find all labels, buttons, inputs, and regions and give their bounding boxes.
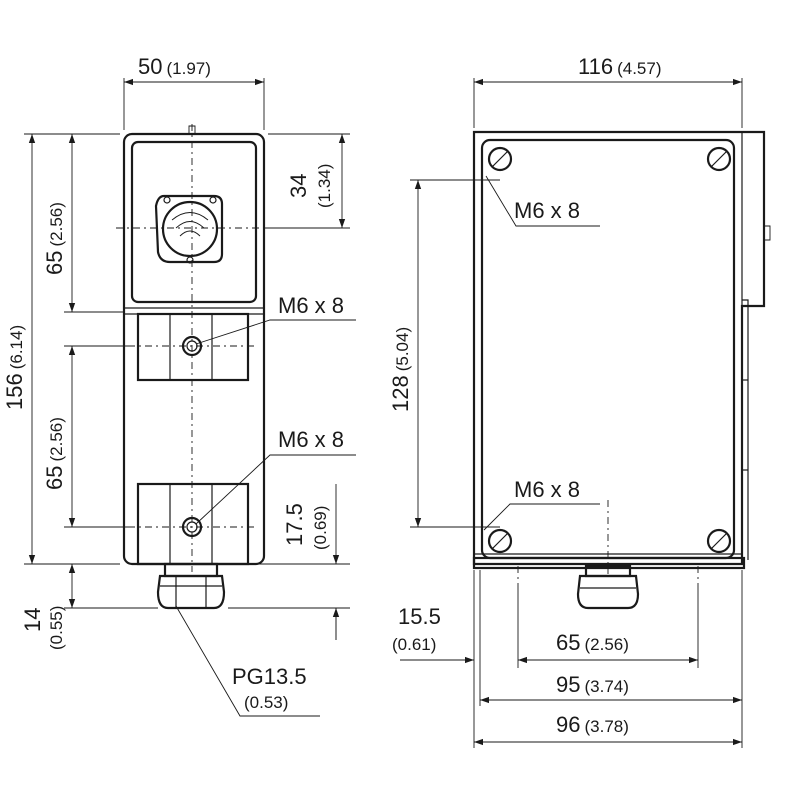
screw-icon-top-left [487, 146, 513, 172]
lower-mounting-block [136, 482, 250, 566]
front-gland-length-in: (0.55) [47, 606, 66, 650]
side-base-rail [472, 556, 746, 570]
side-cable-gland-icon [576, 564, 640, 610]
leader-gland [175, 605, 320, 717]
side-upper-thread-label: M6 x 8 [514, 198, 580, 223]
front-lower-pitch-label: 65(2.56) [42, 417, 67, 490]
leader-side-lower-thread [483, 503, 600, 531]
front-view: 50(1.97) 156(6.14) 65(2.56) 65(2.56) 14 … [2, 54, 356, 717]
front-housing-outline [122, 132, 266, 566]
side-edge-offset-in: (0.61) [392, 635, 436, 654]
front-hole-offset-mm: 17.5 [282, 503, 307, 546]
front-gland-length-mm: 14 [20, 608, 45, 632]
front-upper-pitch-label: 65(2.56) [42, 202, 67, 275]
front-total-height-label: 156(6.14) [2, 325, 27, 410]
screw-icon-bottom-right [706, 528, 732, 554]
front-upper-thread-label: M6 x 8 [278, 293, 344, 318]
screw-icon-top-right [706, 146, 732, 172]
upper-mounting-block [136, 312, 250, 382]
front-hole-offset-in: (0.69) [311, 506, 330, 550]
gland-size-label: (0.53) [244, 693, 288, 712]
leader-upper-thread [195, 319, 356, 345]
front-lower-thread-label: M6 x 8 [278, 427, 344, 452]
front-width-label: 50(1.97) [138, 54, 211, 79]
side-pitch-label: 65(2.56) [556, 630, 629, 655]
side-lower-thread-label: M6 x 8 [514, 477, 580, 502]
leader-lower-thread [195, 454, 356, 525]
side-edge-offset-mm: 15.5 [398, 604, 441, 629]
front-connector-offset-in: (1.34) [315, 164, 334, 208]
front-lid [130, 140, 258, 304]
side-width-label: 116(4.57) [578, 54, 662, 79]
cable-gland-icon [156, 562, 226, 610]
connector-icon [154, 194, 224, 264]
leader-side-upper-thread [485, 175, 600, 227]
side-depth-label: 95(3.74) [556, 672, 629, 697]
front-connector-offset-mm: 34 [286, 174, 311, 198]
gland-label: PG13.5 [232, 664, 307, 689]
side-height-label: 128(5.04) [388, 327, 413, 412]
side-base-label: 96(3.78) [556, 712, 629, 737]
screw-icon-bottom-left [487, 528, 513, 554]
side-view: 116(4.57) 128(5.04) M6 x 8 M6 x 8 15.5 (… [388, 54, 771, 748]
